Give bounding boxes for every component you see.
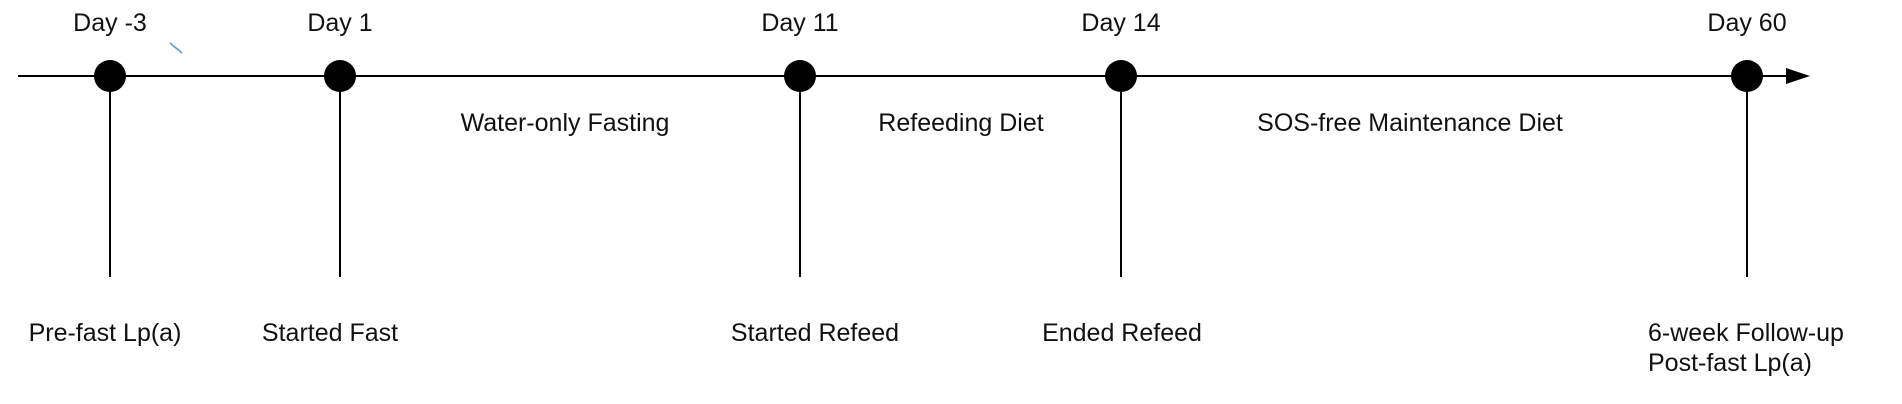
event-label-line: 6-week Follow-up — [1648, 319, 1844, 347]
event-label: Started Fast — [261, 319, 399, 347]
milestone-marker — [1731, 60, 1763, 92]
timeline-arrowhead — [1786, 68, 1810, 84]
event-label-multiline: 6-week Follow-up Post-fast Lp(a) — [1648, 318, 1844, 378]
stray-mark — [169, 42, 183, 54]
day-label: Day -3 — [73, 9, 147, 37]
milestone-marker — [324, 60, 356, 92]
day-label: Day 14 — [1081, 9, 1161, 37]
phase-label: Water-only Fasting — [460, 109, 670, 137]
day-label: Day 60 — [1707, 9, 1787, 37]
phase-label: Refeeding Diet — [878, 109, 1044, 137]
event-label: Pre-fast Lp(a) — [28, 319, 182, 347]
phase-label: SOS-free Maintenance Diet — [1257, 109, 1563, 137]
event-label: Ended Refeed — [1042, 319, 1202, 347]
milestone-marker — [784, 60, 816, 92]
milestone-marker — [1105, 60, 1137, 92]
event-label-line: Post-fast Lp(a) — [1648, 349, 1812, 377]
day-label: Day 1 — [307, 9, 373, 37]
milestone-marker — [94, 60, 126, 92]
day-label: Day 11 — [761, 9, 839, 37]
event-label: Started Refeed — [730, 319, 900, 347]
